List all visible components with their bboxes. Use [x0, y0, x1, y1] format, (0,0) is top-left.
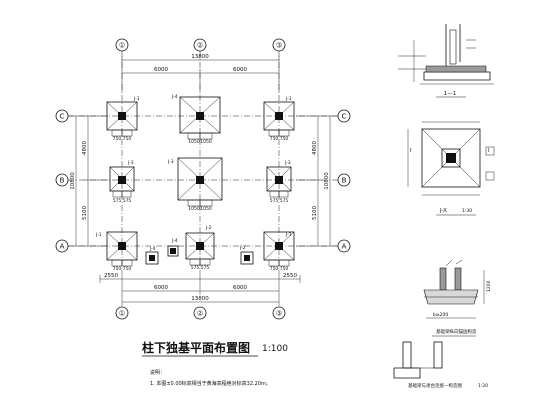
footing-dim-a3-b: 750: [280, 266, 289, 272]
dim-total-bottom: 13800: [191, 296, 209, 302]
grid-bubble-3-bottom: [272, 306, 286, 320]
section-mark-left: I: [410, 148, 412, 154]
grid-bubbles-right: C B A: [337, 109, 351, 253]
footing-extra-3: J-2: [239, 245, 254, 265]
grid-label-a-right: A: [342, 243, 347, 251]
footing-label-extra3: J-2: [239, 245, 246, 251]
grid-bubble-1-bottom: [115, 306, 129, 320]
grid-bubbles-bottom: ① ② ③: [115, 306, 286, 320]
grid-label-a-left: A: [60, 243, 65, 251]
note-1: 1. 本图±0.00标高相当于黄海高程绝对标高32.20m。: [150, 380, 271, 387]
footing-dim-c3-b: 750: [280, 136, 289, 142]
detail-label-right: 基础梁纵向锚固构造: [436, 328, 477, 335]
grid-bubbles-left: C B A: [55, 109, 69, 253]
dim-right-total: 10800: [324, 172, 330, 190]
footing-jx-label: J-X: [439, 208, 447, 214]
grid-label-3-top: ③: [276, 42, 282, 50]
dim-left-upper: 4800: [82, 141, 88, 155]
detail-footing-plan-jx: I I J-X 1:30: [407, 121, 495, 216]
footing-label-extra2: J-4: [171, 238, 178, 244]
dim-left-total: 10800: [70, 172, 76, 190]
dim-top-right: 6000: [233, 67, 247, 73]
footing-label-c1: J-1: [133, 96, 140, 102]
dimensions-top: 13800 6000 6000: [121, 54, 280, 92]
detail-section-1-1: 1—1: [398, 24, 494, 98]
dim-bottom-left: 6000: [154, 285, 168, 291]
dim-bottom-ext-left: 2550: [104, 273, 118, 279]
dim-right-upper: 4800: [312, 141, 318, 155]
detail-beam-anchorage: 基础梁与承台连接—构造图 1:20: [393, 341, 488, 389]
dim-right-lower: 5100: [312, 206, 318, 220]
footing-dim-a2-a: 575: [191, 265, 200, 271]
footing-extra-2: J-4: [167, 238, 179, 257]
grid-bubbles-top: ① ② ③: [115, 38, 286, 52]
mid-dim: 1200: [486, 280, 492, 292]
detail-beam-connection: 1200 b≥200 基础梁纵向锚固构造: [423, 259, 492, 337]
footing-b1: J-3 575 575: [109, 160, 135, 204]
footing-dim-a1-a: 750: [113, 266, 122, 272]
footing-label-c3: J-1: [285, 96, 292, 102]
footing-label-b2: J-3: [167, 159, 174, 165]
footing-label-a3: J-1: [285, 232, 292, 238]
footing-c2: J-4 1050 1050: [171, 94, 221, 145]
grid-label-2-top: ②: [197, 42, 203, 50]
footing-jx-scale: 1:30: [462, 208, 472, 214]
footing-dim-b1-b: 575: [123, 198, 132, 204]
grid-bubble-2-bottom: [193, 306, 207, 320]
grid-label-c-left: C: [60, 113, 65, 121]
footing-b2: J-3 1050 1050: [167, 157, 223, 212]
footing-a2: J-2 575 575: [185, 225, 215, 271]
detail-label-left: 基础梁与承台连接—构造图: [408, 382, 462, 389]
dimensions-bottom: 2550 2550 6000 6000 13800: [99, 270, 301, 306]
dim-top-left: 6000: [154, 67, 168, 73]
footing-label-extra1: J-4: [149, 246, 156, 252]
footing-dim-c1-b: 750: [123, 136, 132, 142]
grid-label-1-bottom: ①: [119, 310, 125, 318]
footing-b3: J-3 575 575: [266, 160, 292, 204]
footing-dim-c3-a: 750: [270, 136, 279, 142]
footing-c3: J-1 750 750: [263, 96, 295, 142]
grid-label-1-top: ①: [119, 42, 125, 50]
section-mark-right: I: [488, 148, 490, 154]
footing-extra-1: J-4: [145, 246, 159, 265]
footing-label-b1: J-3: [127, 160, 134, 166]
grid-label-2-bottom: ②: [197, 310, 203, 318]
grid-label-b-right: B: [342, 177, 347, 185]
detail-scale-right: 1:20: [478, 383, 488, 389]
footing-label-b3: J-3: [284, 160, 291, 166]
footing-dim-a2-b: 575: [201, 265, 210, 271]
footing-dim-c2-b: 1050: [200, 139, 212, 145]
grid-label-c-right: C: [342, 113, 347, 121]
footing-dim-b2-a: 1050: [188, 206, 200, 212]
grid-label-b-left: B: [60, 177, 65, 185]
dimensions-right: 4800 5100 10800: [296, 115, 338, 247]
footing-label-a2: J-2: [205, 225, 212, 231]
foundation-plan: ① ② ③ 13800 6000 6000 C B A: [55, 38, 351, 387]
footing-label-a1: J-1: [95, 232, 102, 238]
footing-a3: J-1 750 750: [263, 231, 295, 272]
plan-title: 柱下独基平面布置图: [142, 340, 250, 355]
section-1-1-label: 1—1: [444, 91, 457, 97]
grid-label-3-bottom: ③: [276, 310, 282, 318]
dim-bottom-right: 6000: [233, 285, 247, 291]
footing-dim-a1-b: 750: [123, 266, 132, 272]
dim-left-lower: 5100: [82, 206, 88, 220]
dim-bottom-ext-right: 2550: [283, 273, 297, 279]
footing-dim-c2-a: 1050: [188, 139, 200, 145]
footing-dim-a3-a: 750: [270, 266, 279, 272]
footing-dim-b3-b: 575: [280, 198, 289, 204]
footing-dim-b2-b: 1050: [200, 206, 212, 212]
notes-header: 说明：: [150, 369, 165, 376]
plan-scale: 1:100: [262, 344, 288, 354]
footing-dim-b1-a: 575: [113, 198, 122, 204]
b-dimension: b≥200: [433, 312, 448, 318]
grid-axis-lines: [68, 51, 338, 270]
footing-a1: J-1 750 750: [95, 231, 138, 272]
footing-dim-b3-a: 575: [270, 198, 279, 204]
dimensions-left: 4800 5100 10800: [68, 115, 108, 247]
footing-label-c2: J-4: [171, 94, 178, 100]
footing-c1: J-1 750 750: [106, 96, 140, 142]
footing-dim-c1-a: 750: [113, 136, 122, 142]
